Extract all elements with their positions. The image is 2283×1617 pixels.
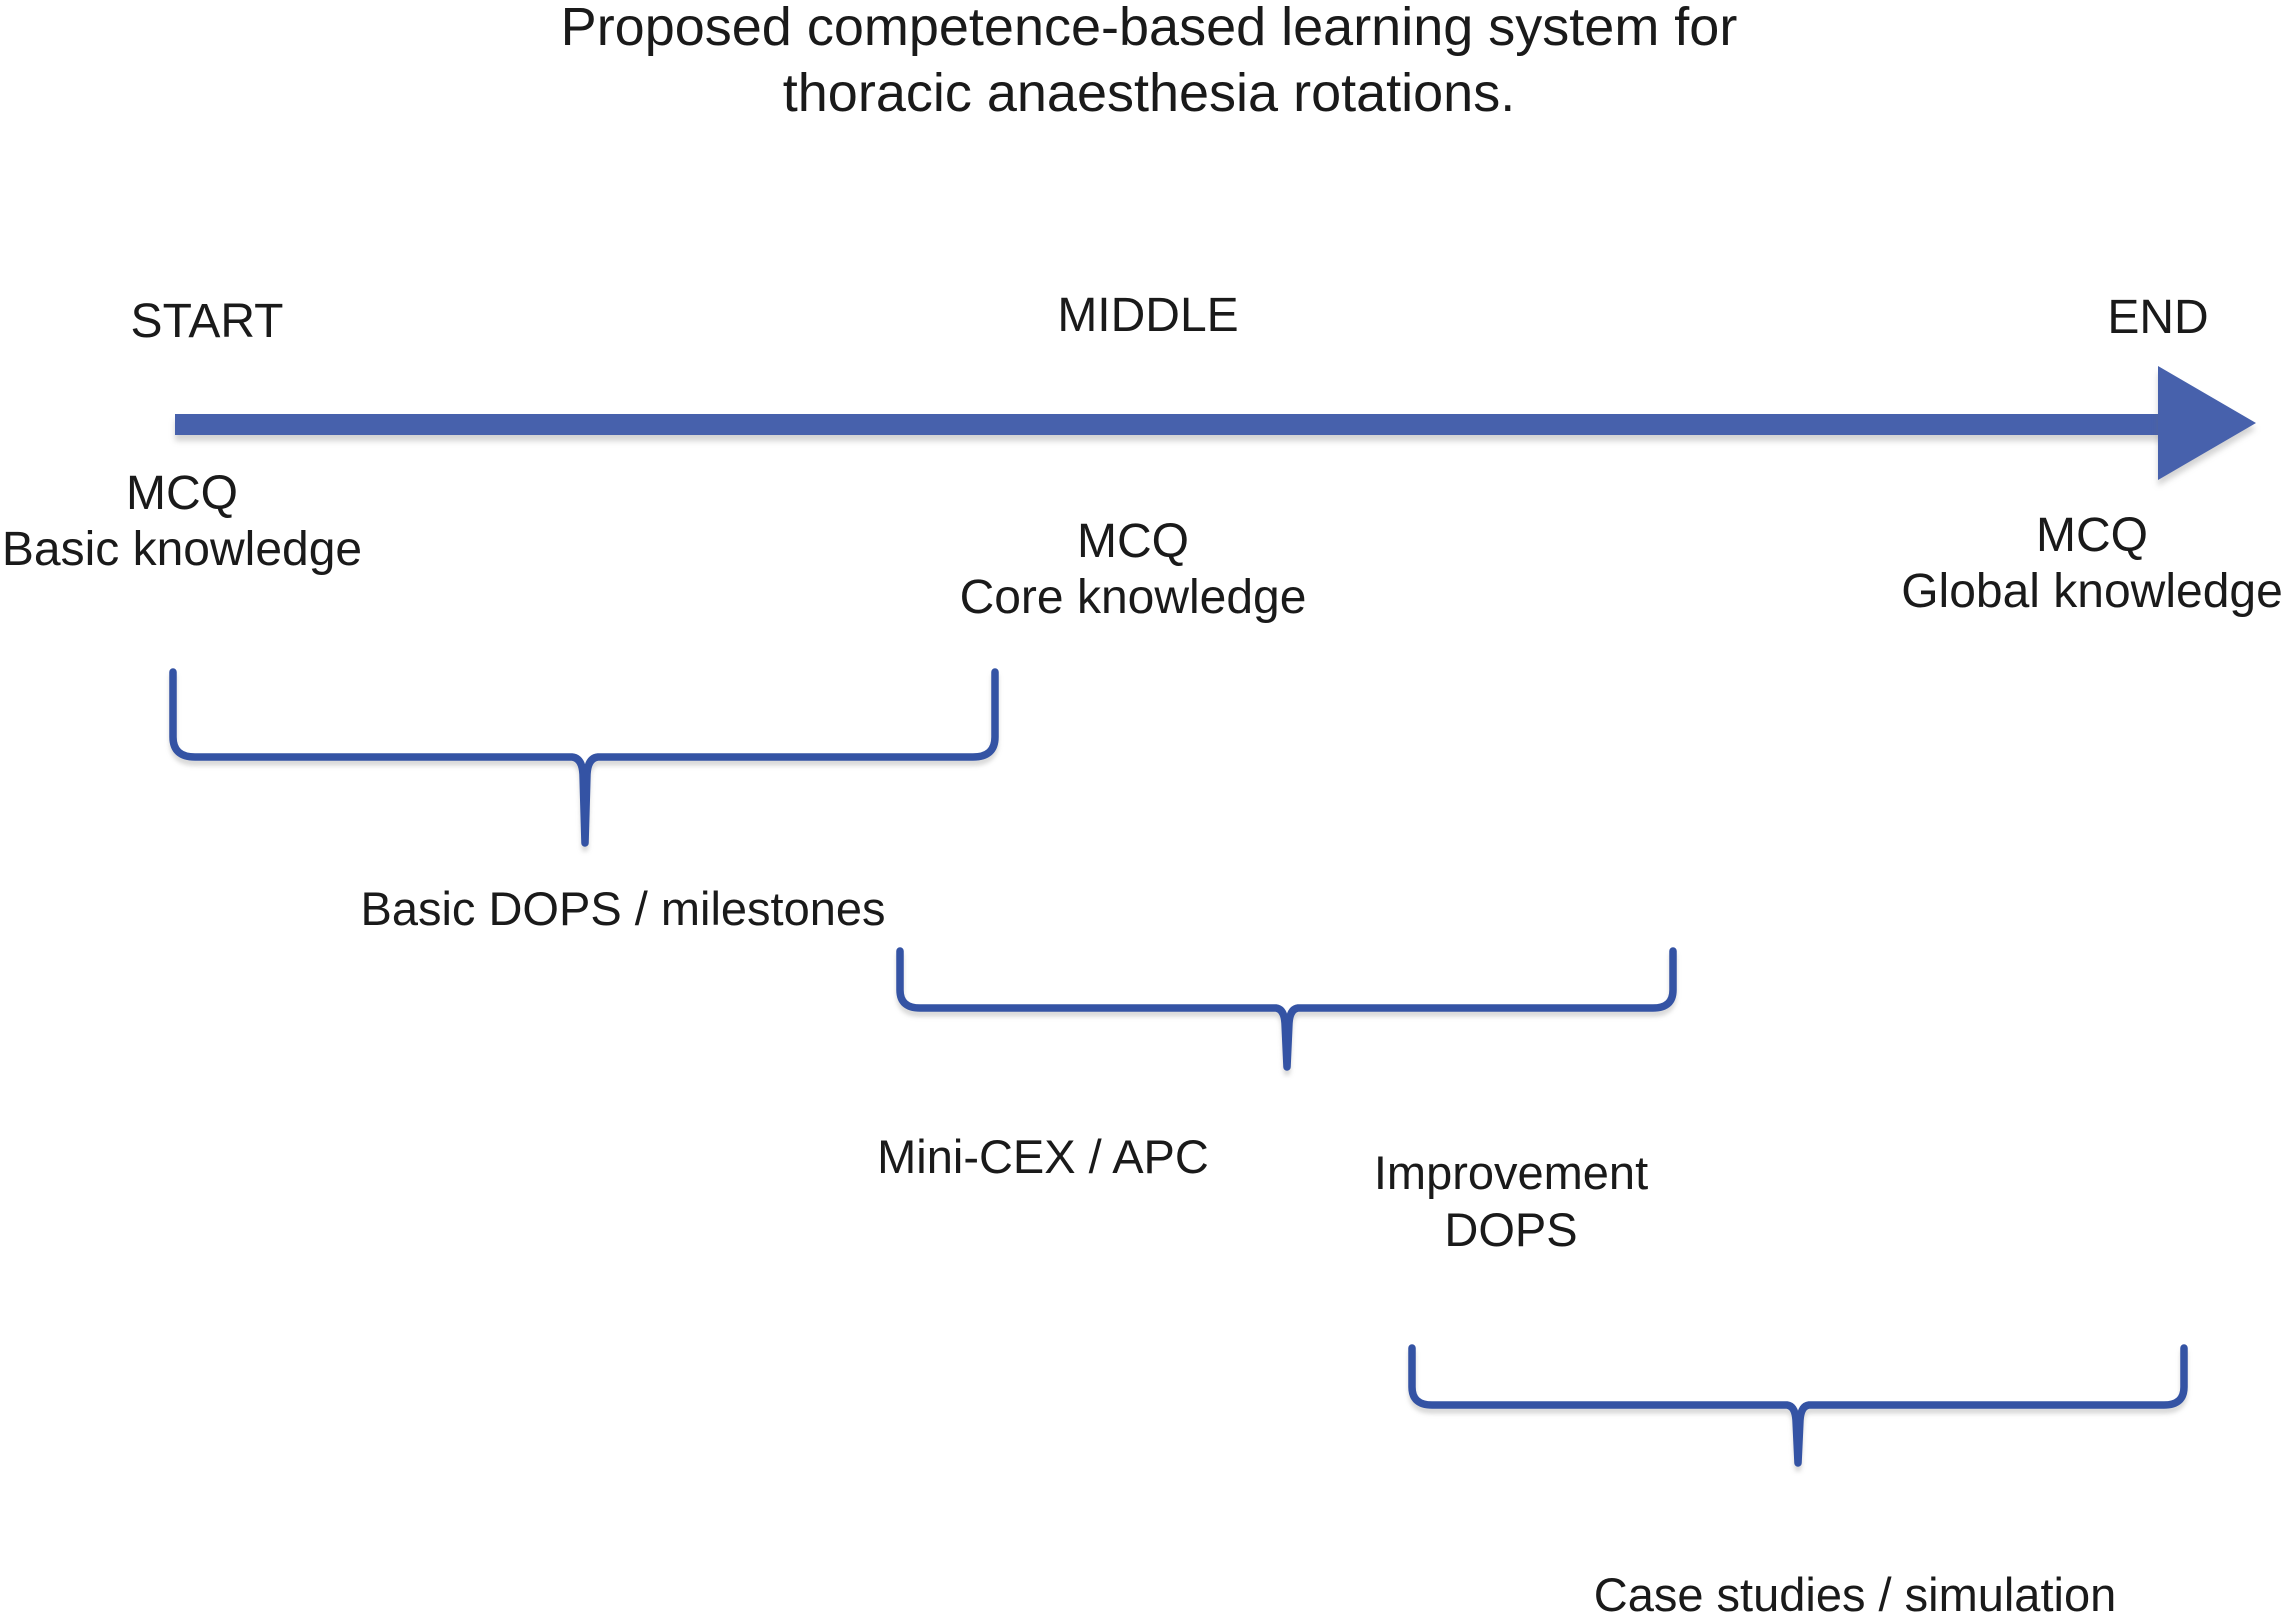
timeline-end-label: END <box>2107 291 2209 344</box>
brace-case-studies-icon <box>1408 1344 2188 1467</box>
milestone-mcq-global: MCQ Global knowledge <box>1901 508 2283 620</box>
timeline-arrowhead-icon <box>2158 366 2256 480</box>
milestone-mcq-core-line2: Core knowledge <box>959 571 1307 624</box>
figure-title-line1: Proposed competence-based learning syste… <box>560 0 1738 57</box>
phase-label-improvement-line1: Improvement <box>1373 1146 1649 1199</box>
phase-label-improvement-dops: Improvement DOPS <box>1374 1144 1648 1258</box>
brace-mini-cex-improvement-icon <box>896 947 1677 1071</box>
milestone-mcq-core-line1: MCQ <box>1077 515 1189 568</box>
phase-label-case-studies: Case studies / simulation <box>1593 1568 2117 1617</box>
phase-label-mini-cex: Mini-CEX / APC <box>877 1130 1209 1183</box>
brace-basic-dops-icon <box>169 668 999 847</box>
milestone-mcq-basic: MCQ Basic knowledge <box>2 466 362 578</box>
timeline-start-label: START <box>130 295 284 348</box>
timeline-middle-label: MIDDLE <box>1057 289 1239 342</box>
phase-label-basic-dops: Basic DOPS / milestones <box>360 882 886 935</box>
milestone-mcq-basic-line2: Basic knowledge <box>1 523 363 576</box>
milestone-mcq-global-line1: MCQ <box>2036 509 2148 562</box>
figure-title-line2: thoracic anaesthesia rotations. <box>782 63 1516 123</box>
figure-title: Proposed competence-based learning syste… <box>561 0 1738 126</box>
timeline-arrow-shaft <box>175 414 2170 435</box>
milestone-mcq-basic-line1: MCQ <box>126 467 238 520</box>
milestone-mcq-core: MCQ Core knowledge <box>960 514 1307 626</box>
milestone-mcq-global-line2: Global knowledge <box>1901 565 2283 618</box>
phase-label-improvement-line2: DOPS <box>1444 1203 1578 1256</box>
